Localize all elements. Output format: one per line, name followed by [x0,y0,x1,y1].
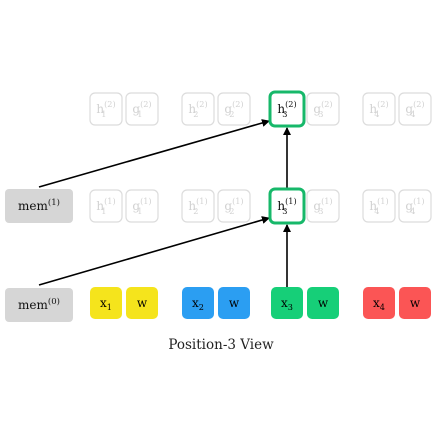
layer1-g-label-4: g(1)4 [405,196,424,216]
token-x-box-4 [363,287,395,319]
arrow-mem1-to-h3-layer2 [38,119,270,188]
token-w-box-2 [218,287,250,319]
layer1-g-box-1 [125,189,159,223]
layer2-g-box-1 [125,92,159,126]
token-x-label-1: x1 [100,296,112,312]
layer1-h-box-2 [181,189,215,223]
layer2-g-label-3: g(2)3 [313,99,332,119]
token-cell-2: x2 w [182,287,250,319]
token-w-label-4: w [410,296,421,310]
layer1-h-box-1 [89,189,123,223]
layer2-cell-1: h(2)1 g(2)1 [89,92,159,126]
token-x-label-4: x4 [373,296,385,312]
token-x-box-2 [182,287,214,319]
layer1-h-label-2: h(1)2 [188,196,207,216]
diagram-caption: Position-3 View [168,337,274,353]
layer1-h-box-4 [362,189,396,223]
token-x-label-3: x3 [281,296,293,312]
layer2-h-box-2 [181,92,215,126]
memory-box-layer1: mem(1) [5,189,73,223]
token-cell-1: x1 w [90,287,158,319]
layer1-cell-2: h(1)2 g(1)2 [181,189,251,223]
layer1-h-box-3 [268,187,306,225]
layer2-h-box-4 [362,92,396,126]
layer2-h-label-3: h(2)3 [277,99,296,119]
layer1-h-label-3: h(1)3 [277,196,296,216]
layer2-cell-3: h(2)3 g(2)3 [268,90,340,128]
layer1-g-box-3 [306,189,340,223]
layer1-cell-3: h(1)3 g(1)3 [268,187,340,225]
layer2-g-label-2: g(2)2 [224,99,243,119]
layer1-cell-1: h(1)1 g(1)1 [89,189,159,223]
arrows-group [38,119,291,287]
token-w-label-2: w [229,296,240,310]
layer1-h-label-4: h(1)4 [369,196,388,216]
token-x-box-1 [90,287,122,319]
layer2-h-label-2: h(2)2 [188,99,207,119]
layer1-g-box-4 [398,189,432,223]
layer2-h-label-1: h(2)1 [96,99,115,119]
memory-box-layer0: mem(0) [5,288,73,322]
arrow-mem0-to-h3-layer1 [38,216,270,286]
memory-label: mem(1) [18,197,60,213]
token-cell-3: x3 w [271,287,339,319]
layer1-g-label-3: g(1)3 [313,196,332,216]
token-w-label-3: w [318,296,329,310]
nodes-group: h(2)1 g(2)1 h(2)2 g(2)2 h(2)3 g(2)3 h(2)4 g(2)4… [5,90,432,322]
layer2-h-box-1 [89,92,123,126]
layer2-cell-4: h(2)4 g(2)4 [362,92,432,126]
memory-rect [5,189,73,223]
layer2-g-label-1: g(2)1 [132,99,151,119]
layer2-cell-2: h(2)2 g(2)2 [181,92,251,126]
layer2-h-box-3 [268,90,306,128]
memory-label: mem(0) [18,296,60,312]
layer2-g-box-3 [306,92,340,126]
layer1-cell-4: h(1)4 g(1)4 [362,189,432,223]
layer1-h-label-1: h(1)1 [96,196,115,216]
layer2-g-box-4 [398,92,432,126]
layer1-g-box-2 [217,189,251,223]
token-x-box-3 [271,287,303,319]
layer2-g-box-2 [217,92,251,126]
token-w-box-4 [399,287,431,319]
layer2-h-label-4: h(2)4 [369,99,388,119]
memory-rect [5,288,73,322]
token-w-label-1: w [137,296,148,310]
token-w-box-1 [126,287,158,319]
token-cell-4: x4 w [363,287,431,319]
layer1-g-label-2: g(1)2 [224,196,243,216]
token-x-label-2: x2 [192,296,204,312]
layer1-g-label-1: g(1)1 [132,196,151,216]
layer2-g-label-4: g(2)4 [405,99,424,119]
token-w-box-3 [307,287,339,319]
